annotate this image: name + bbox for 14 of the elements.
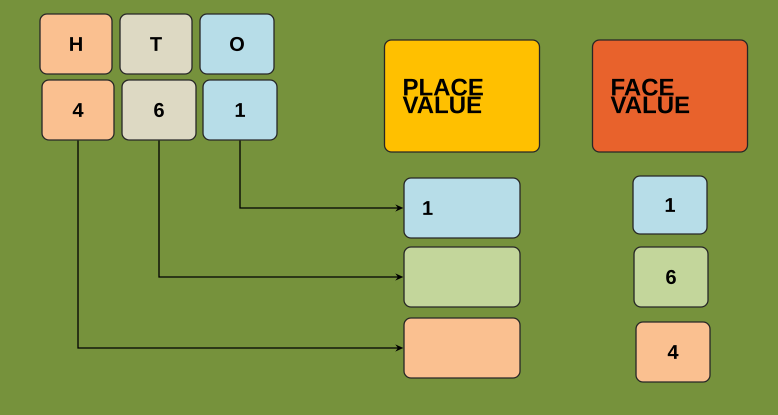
answer-box: 6 xyxy=(633,246,709,308)
digit-box: T xyxy=(119,13,193,75)
digit-box: 6 xyxy=(121,79,197,141)
heading-box: PLACE VALUE xyxy=(384,39,540,153)
answer-box: 1 xyxy=(403,177,521,239)
heading-box: FACE VALUE xyxy=(592,39,748,153)
digit-box: O xyxy=(199,13,275,75)
answer-box xyxy=(403,246,521,308)
answer-box xyxy=(403,317,521,379)
digit-box: 4 xyxy=(41,79,115,141)
digit-box: H xyxy=(39,13,113,75)
digit-box: 1 xyxy=(202,79,278,141)
answer-box: 4 xyxy=(635,321,711,383)
answer-box: 1 xyxy=(632,175,708,235)
